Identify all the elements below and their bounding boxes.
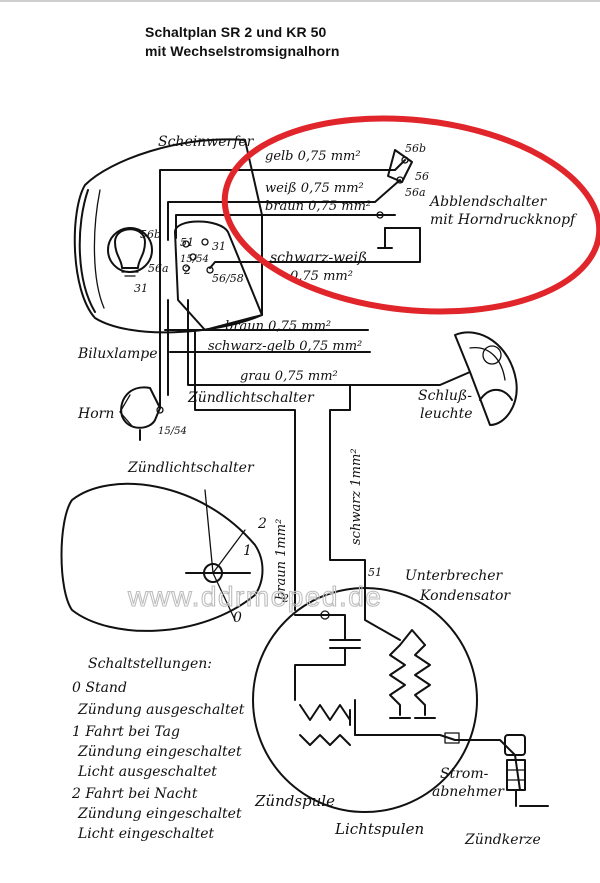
light-switch-housing [174,220,263,331]
label-horndruckknopf: mit Horndruckknopf [430,212,578,228]
label-unterbrecher: Unterbrecher [405,568,504,584]
label-wire-schwarz-weiss-1: schwarz-weiß [270,250,367,266]
watermark-text: www.ddrmoped.de [127,581,382,612]
label-wire-grau: grau 0,75 mm² [240,369,338,384]
label-switch-position-1: 1 [243,543,252,559]
red-annotation-ellipse [221,115,600,315]
label-terminal-56a-lamp: 56a [148,262,169,275]
lighting-coils [389,629,436,719]
magneto-generator [252,579,478,813]
label-terminal-56-switch: 56 [415,170,429,183]
label-horn: Horn [77,406,114,422]
label-zuendlichtschalter-top: Zündlichtschalter [187,390,315,406]
label-terminal-15-54: 15/54 [180,254,209,265]
wire-braun-1mm [194,329,296,611]
label-wire-braun-top: braun 0,75 mm² [265,199,371,214]
label-wire-braun-1mm: braun 1mm² [274,519,289,600]
wire-braun-top [175,214,381,239]
label-lichtspulen: Lichtspulen [334,820,424,838]
label-terminal-2-bottom: 2 [281,592,289,605]
legend-line-4: 1 Fahrt bei Tag [72,724,180,740]
label-wire-weiss: weiß 0,75 mm² [265,181,364,196]
label-switch-position-2: 2 [257,516,267,532]
label-zuendkerze: Zündkerze [464,832,541,848]
legend-line-3: Zündung ausgeschaltet [77,702,245,718]
label-biluxlampe: Biluxlampe [77,346,158,362]
label-wire-braun-mid: braun 0,75 mm² [225,319,331,334]
label-schlussleuchte-2: leuchte [420,406,473,422]
label-zuendspule: Zündspule [254,792,335,810]
label-terminal-56b-switch: 56b [405,142,426,155]
label-wire-schwarz-1mm: schwarz 1mm² [349,448,364,545]
label-terminal-2: 2 [183,264,191,277]
legend-line-2: 0 Stand [72,680,127,696]
label-schlussleuchte-1: Schluß- [418,388,472,404]
label-stromabnehmer-1: Strom- [440,766,489,782]
label-wire-schwarz-weiss-2: 0,75 mm² [290,269,353,284]
label-stromabnehmer-2: abnehmer [432,784,505,800]
label-terminal-31-switch: 31 [212,240,226,253]
legend-line-9: Licht eingeschaltet [77,826,215,842]
wire-schwarz-1mm [329,384,366,581]
legend-line-6: Licht ausgeschaltet [77,764,217,780]
label-terminal-51-bottom: 51 [368,566,382,579]
label-terminal-31-lamp: 31 [134,282,148,295]
spark-plug [504,734,549,807]
diagram-title-line-2: mit Wechselstromsignalhorn [145,43,340,59]
wire-horn-ground [159,237,169,409]
label-terminal-51: 51 [180,236,194,249]
legend-line-1: Schaltstellungen: [88,656,212,672]
wire-gelb [159,159,406,239]
label-terminal-56b-lamp: 56b [140,228,161,241]
label-terminal-56a-switch: 56a [405,186,426,199]
legend-line-5: Zündung eingeschaltet [77,744,242,760]
ignition-light-switch-lens [60,482,264,632]
label-scheinwerfer: Scheinwerfer [158,134,255,150]
label-terminal-56-58: 56/58 [212,272,244,285]
bilux-lamp [114,228,146,277]
horn [119,386,164,441]
legend-line-7: 2 Fahrt bei Nacht [71,786,198,802]
wire-weiss [167,179,401,241]
ignition-coil [299,699,456,746]
label-kondensator: Kondensator [419,588,511,604]
label-horn-terminal: 15/54 [158,426,187,437]
top-border [0,0,600,2]
tail-lamp [454,331,518,426]
label-switch-position-0: 0 [233,610,242,626]
switch-positions-legend: Schaltstellungen: 0 Stand Zündung ausges… [71,656,245,842]
label-wire-schwarz-gelb: schwarz-gelb 0,75 mm² [208,339,362,354]
wire-schwarz-weiss [209,227,421,269]
legend-line-8: Zündung eingeschaltet [77,806,242,822]
dimmer-switch [376,149,421,249]
label-wire-gelb: gelb 0,75 mm² [265,149,361,164]
label-abblendschalter: Abblendschalter [428,194,548,210]
label-zuendlichtschalter-mid: Zündlichtschalter [127,460,255,476]
diagram-title-line-1: Schaltplan SR 2 und KR 50 [145,24,327,40]
spark-plug-cable [444,732,521,791]
